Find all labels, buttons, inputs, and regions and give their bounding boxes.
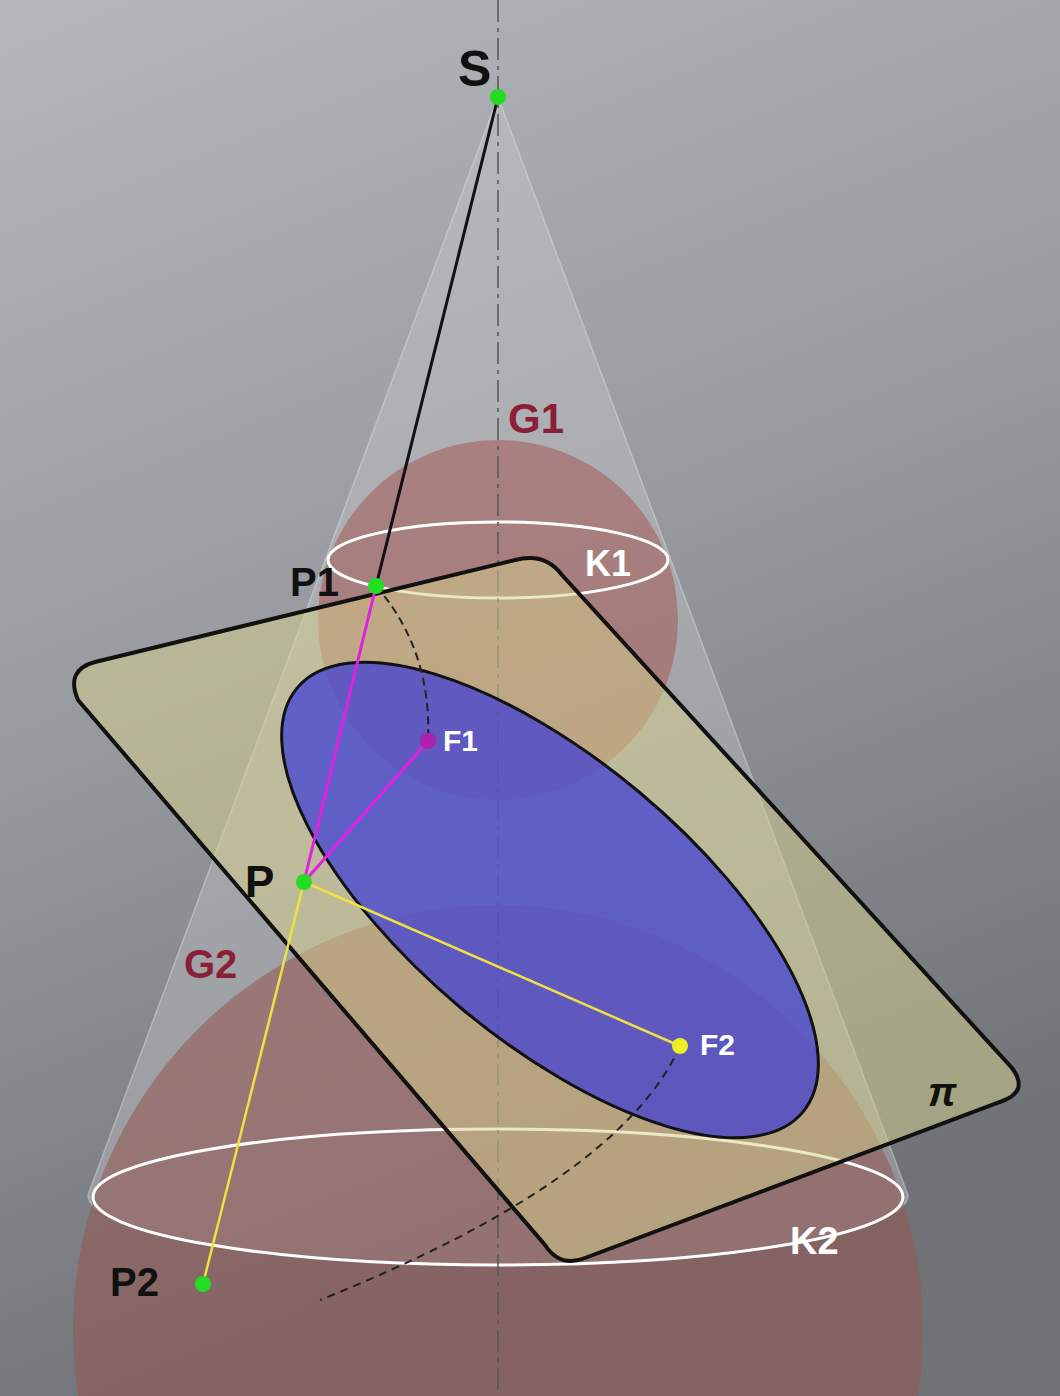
generator-line	[376, 97, 498, 586]
point-label: P2	[110, 1262, 159, 1302]
section-ellipse	[207, 581, 893, 1220]
point-label: F2	[700, 1030, 735, 1060]
plane	[74, 558, 1019, 1261]
point-label: π	[928, 1072, 956, 1112]
point-label: S	[458, 44, 491, 94]
point-label: P	[245, 860, 274, 904]
point	[296, 874, 312, 890]
segment-p-f1	[304, 741, 428, 882]
segment-p-p2	[203, 882, 304, 1284]
segment-p1-p	[304, 586, 376, 882]
point	[368, 578, 384, 594]
focus-point	[420, 733, 436, 749]
focus-point	[672, 1038, 688, 1054]
point-label: F1	[443, 726, 478, 756]
point	[195, 1276, 211, 1292]
hidden-line	[320, 1046, 680, 1300]
point-label: K2	[790, 1222, 839, 1260]
point	[490, 89, 506, 105]
segment-p-f2	[304, 882, 680, 1046]
point-label: P1	[290, 562, 339, 602]
point-label: G2	[184, 944, 237, 984]
hidden-line	[376, 586, 428, 741]
point-label: G1	[508, 398, 564, 440]
point-label: K1	[585, 546, 631, 582]
